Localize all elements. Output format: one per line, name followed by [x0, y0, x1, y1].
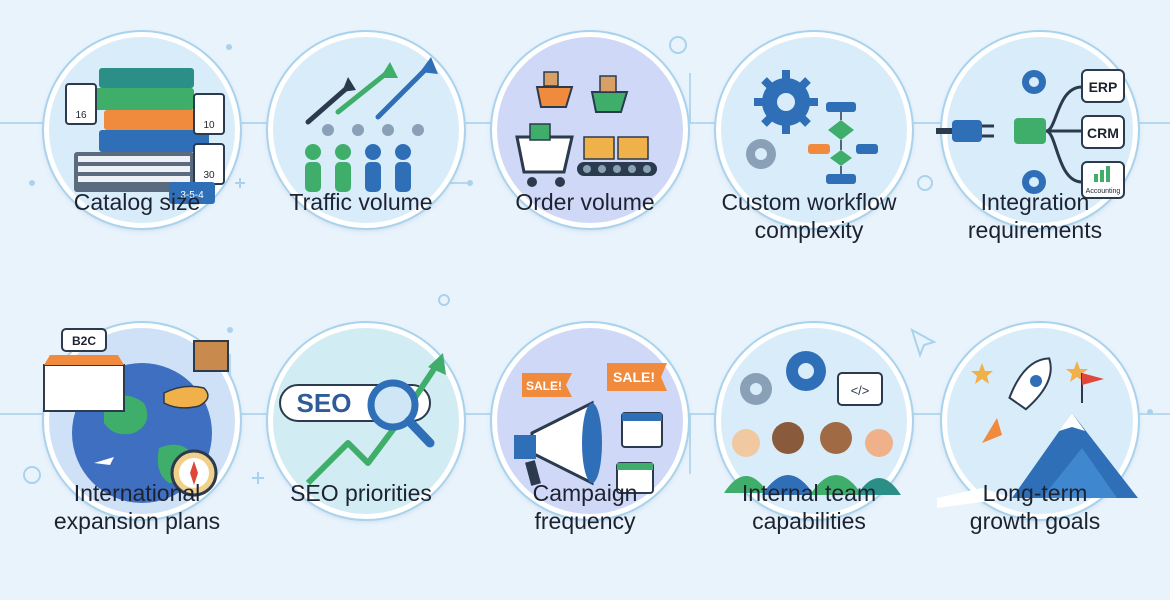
catalog-tag-4: 3-5-4	[180, 190, 204, 201]
factor-label: Order volume	[515, 189, 655, 215]
factor-traffic-volume: Traffic volume	[251, 0, 471, 290]
catalog-tag-1: 16	[75, 110, 87, 121]
factor-seo-priorities: SEO SEO priorities	[251, 291, 471, 581]
factor-label: Custom workflow complexity	[721, 189, 897, 243]
catalog-tag-3: 30	[203, 170, 215, 181]
code-tag: </>	[851, 383, 870, 398]
growth-illustration	[937, 323, 1138, 519]
seo-tag: SEO	[297, 388, 352, 418]
rocket-mountain-icon	[937, 357, 1138, 508]
factor-label: Catalog size	[73, 189, 201, 215]
factor-label: International expansion plans	[53, 480, 221, 534]
factor-label: Traffic volume	[289, 189, 433, 215]
factor-catalog-size: 16 10 30 3-5-4 Catalog size	[27, 0, 247, 290]
catalog-tag-2: 10	[203, 120, 215, 131]
factor-campaign-frequency: SALE! SALE! Campaign frequency	[475, 291, 695, 581]
factor-label: Campaign frequency	[532, 480, 638, 534]
factor-international-expansion: B2C International expansion plans	[27, 291, 247, 581]
factor-growth-goals: Long-term growth goals	[925, 291, 1145, 581]
factor-label: Integration requirements	[967, 189, 1103, 243]
sale-tag-1: SALE!	[526, 379, 562, 393]
team-illustration: </>	[716, 323, 912, 519]
megaphone-sale-icon: SALE! SALE!	[514, 363, 667, 494]
plug-connectors-icon: ERP CRM Accounting	[936, 69, 1125, 199]
international-illustration: B2C	[43, 323, 240, 519]
orders-illustration	[492, 32, 688, 228]
factor-label: Long-term growth goals	[969, 480, 1101, 534]
factor-label: SEO priorities	[290, 480, 432, 506]
catalog-illustration: 16 10 30 3-5-4	[44, 32, 240, 228]
stacked-books-icon: 16 10 30 3-5-4	[65, 68, 225, 204]
shopping-carts-conveyor-icon	[515, 71, 657, 187]
seo-illustration: SEO	[268, 323, 464, 519]
erp-tag: ERP	[1089, 79, 1118, 95]
sale-tag-2: SALE!	[613, 369, 655, 385]
workflow-illustration	[716, 32, 912, 228]
seo-search-growth-icon: SEO	[279, 353, 446, 486]
gears-flowchart-icon	[746, 70, 878, 184]
traffic-illustration	[268, 32, 464, 228]
factor-order-volume: Order volume	[475, 0, 695, 290]
globe-handshake-icon: B2C	[43, 328, 229, 503]
factor-internal-team: </> Internal team capabilities	[699, 291, 919, 581]
people-arrows-icon	[305, 57, 438, 192]
factor-label: Internal team capabilities	[741, 480, 877, 534]
campaign-illustration: SALE! SALE!	[492, 323, 688, 519]
factor-custom-workflow: Custom workflow complexity	[699, 0, 919, 290]
factor-integration: ERP CRM Accounting Integration requireme…	[925, 0, 1145, 290]
team-gears-icon: </>	[724, 351, 901, 495]
integration-illustration: ERP CRM Accounting	[936, 32, 1138, 228]
accounting-tag: Accounting	[1086, 188, 1121, 195]
b2c-tag: B2C	[72, 334, 96, 348]
crm-tag: CRM	[1087, 125, 1119, 141]
